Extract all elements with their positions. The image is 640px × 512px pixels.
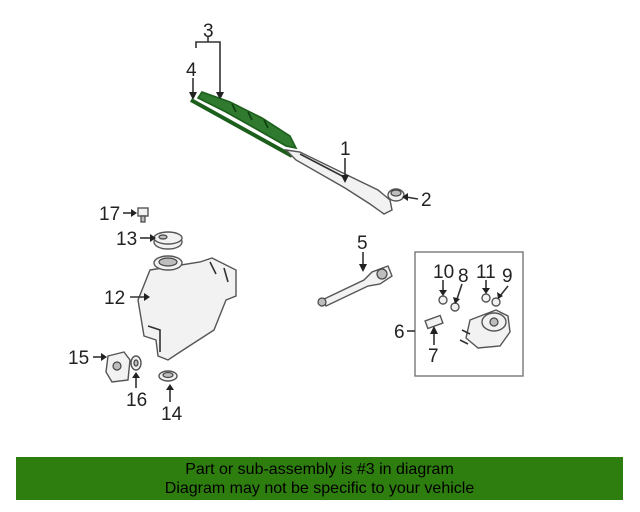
level-sensor[interactable] bbox=[123, 207, 149, 223]
wiper-insert bbox=[190, 98, 293, 158]
callout-1: 1 bbox=[340, 139, 351, 160]
wiper-blade-assembly[interactable] bbox=[189, 36, 298, 158]
callout-11: 11 bbox=[476, 262, 496, 283]
callout-16: 16 bbox=[126, 390, 147, 411]
wiper-arm[interactable] bbox=[284, 149, 393, 215]
info-banner: Part or sub-assembly is #3 in diagram Di… bbox=[16, 457, 623, 500]
callout-10: 10 bbox=[433, 262, 454, 283]
washer-pump[interactable] bbox=[93, 351, 131, 383]
bushing-8 bbox=[450, 302, 460, 312]
grommet-10 bbox=[438, 295, 448, 305]
reservoir-cap[interactable] bbox=[140, 231, 183, 250]
callout-7: 7 bbox=[428, 346, 439, 367]
pump-grommet[interactable] bbox=[130, 355, 142, 388]
callout-8: 8 bbox=[458, 266, 469, 287]
callout-2: 2 bbox=[421, 190, 432, 211]
reservoir-seal[interactable] bbox=[158, 370, 178, 402]
callout-14: 14 bbox=[161, 404, 183, 425]
nut-9 bbox=[491, 297, 501, 307]
callout-5: 5 bbox=[357, 233, 368, 254]
motor-subassembly-box[interactable] bbox=[407, 251, 524, 377]
washer-reservoir[interactable] bbox=[130, 255, 237, 361]
banner-line-1: Part or sub-assembly is #3 in diagram bbox=[185, 461, 454, 478]
callout-4: 4 bbox=[186, 60, 197, 81]
wiper-blade-frame bbox=[196, 91, 298, 150]
callout-9: 9 bbox=[502, 266, 513, 287]
callout-3: 3 bbox=[203, 21, 214, 42]
bracket-3 bbox=[195, 41, 221, 48]
callout-12: 12 bbox=[104, 288, 125, 309]
callout-6: 6 bbox=[394, 322, 405, 343]
wiper-linkage[interactable] bbox=[317, 252, 393, 307]
callout-15: 15 bbox=[68, 348, 89, 369]
callout-17: 17 bbox=[99, 204, 120, 225]
banner-line-2: Diagram may not be specific to your vehi… bbox=[164, 480, 475, 497]
arm-cap[interactable] bbox=[387, 188, 419, 202]
washer-11 bbox=[481, 293, 491, 303]
callout-13: 13 bbox=[116, 229, 137, 250]
